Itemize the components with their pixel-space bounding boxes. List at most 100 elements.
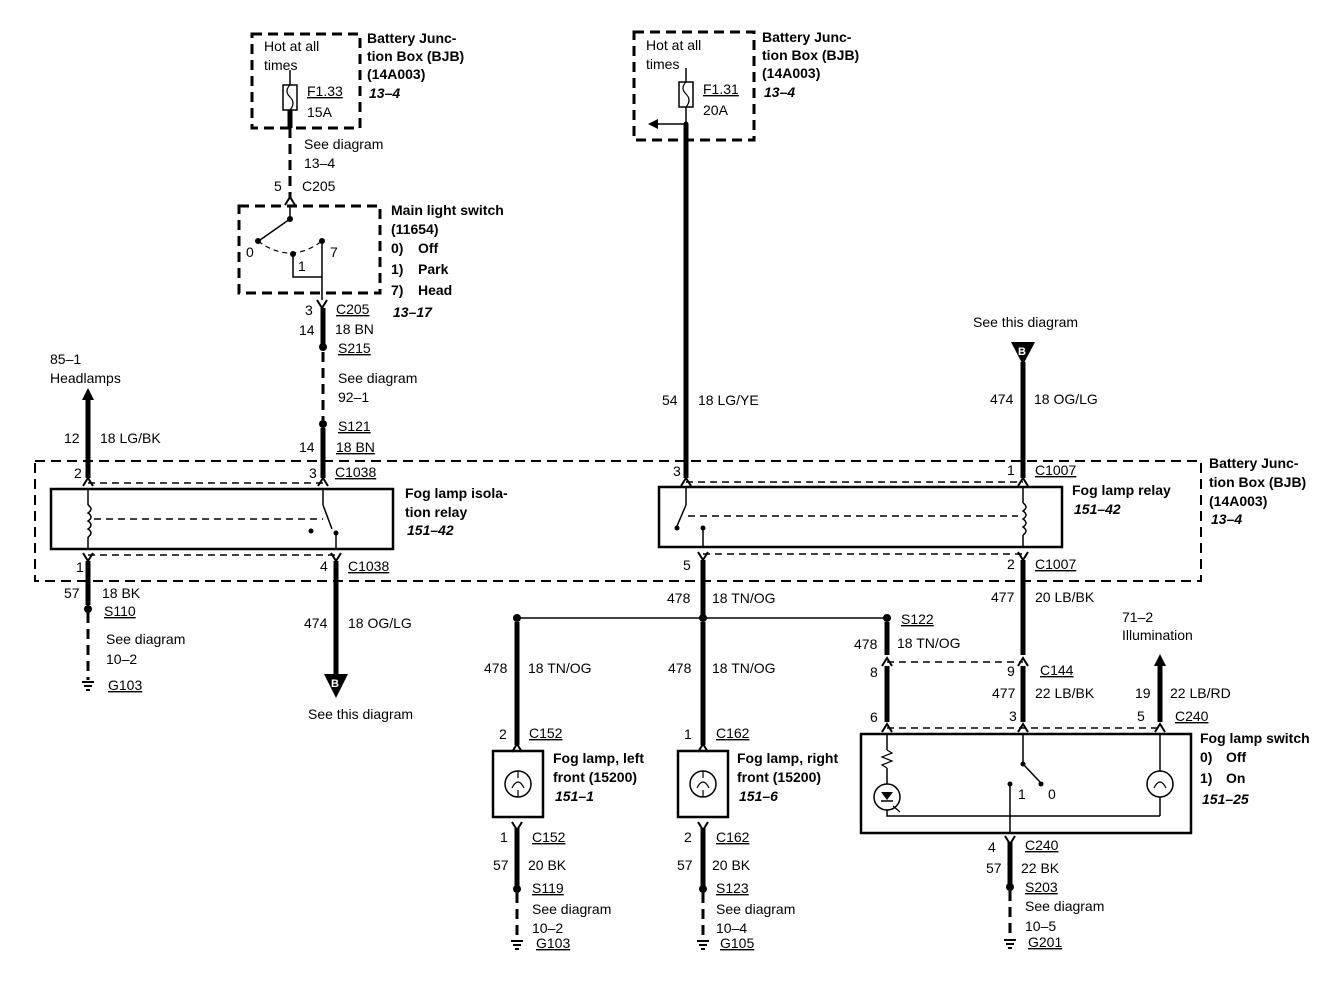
ground-id: G105: [720, 935, 754, 951]
splice-s122: S122: [901, 611, 934, 627]
switch-position-num: 0): [391, 240, 403, 256]
pin-number: 3: [309, 465, 317, 481]
lamp-ref: 151–6: [739, 788, 778, 804]
connector-c205: C205: [336, 301, 370, 317]
relay-title: tion relay: [405, 504, 467, 520]
splice-dot: [319, 343, 327, 351]
pin-number: 2: [684, 829, 692, 845]
pin-number: 5: [683, 557, 691, 573]
b-connector-left: 474 18 OG/LG B See this diagram: [304, 561, 413, 722]
lamp-icon: [1146, 770, 1174, 798]
see-diagram-text: 92–1: [338, 389, 369, 405]
switch-ref: 151–25: [1202, 791, 1249, 807]
see-diagram-text: See diagram: [304, 136, 383, 152]
circuit-number: 14: [299, 322, 315, 338]
coil-icon: [1021, 502, 1027, 536]
switch-position-num: 1): [391, 261, 403, 277]
wire-color: 20 BK: [712, 857, 751, 873]
circuit-number: 478: [668, 660, 692, 676]
bjb-title: Battery Junc-: [367, 30, 457, 46]
see-diagram-text: 10–5: [1025, 918, 1056, 934]
hot-text: Hot at all: [264, 38, 319, 54]
wire-color: 22 LB/RD: [1170, 685, 1231, 701]
wire-color: 18 OG/LG: [348, 615, 412, 631]
see-diagram-text: See diagram: [1025, 898, 1104, 914]
pin-number: 4: [320, 558, 328, 574]
connector-c144: C144: [1040, 662, 1074, 678]
pin-number: 2: [1007, 556, 1015, 572]
see-diagram-text: See diagram: [338, 370, 417, 386]
connector-c240: C240: [1025, 837, 1059, 853]
bjb-ref: 13–4: [1211, 511, 1242, 527]
lamp-title: Fog lamp, right: [737, 750, 838, 766]
switch-position-num: 0): [1200, 749, 1212, 765]
pin-number: 1: [1007, 462, 1015, 478]
bjb-ref: 13–4: [764, 84, 795, 100]
fuse-amps: 15A: [307, 104, 333, 120]
connector-c152: C152: [529, 725, 563, 741]
pin-number: 6: [870, 709, 878, 725]
wire-color: 20 LB/BK: [1035, 589, 1095, 605]
see-diagram-text: See diagram: [106, 631, 185, 647]
resistor-icon: [880, 749, 894, 769]
connector-c1038: C1038: [348, 558, 389, 574]
wire-color: 18 TN/OG: [897, 635, 961, 651]
bjb-ref: 13–4: [369, 85, 400, 101]
switch-position-label: Head: [418, 282, 452, 298]
pin-number: 1: [76, 559, 84, 575]
wire-color: 20 BK: [528, 857, 567, 873]
fog-lamp-relay: 3 1 C1007 Fog lamp relay 151–42 5 2 C100…: [657, 462, 1171, 573]
connector-b-label: B: [1018, 346, 1026, 358]
bjb-title: tion Box (BJB): [762, 47, 859, 63]
switch-position-label: Park: [418, 261, 449, 277]
bus-478: 478 18 TN/OG S122: [513, 560, 934, 627]
bjb-title: (14A003): [1209, 493, 1267, 509]
relay-ref: 151–42: [407, 522, 454, 538]
connector-c162: C162: [716, 829, 750, 845]
switch-title: Fog lamp switch: [1200, 730, 1310, 746]
switch-pos: 0: [246, 244, 254, 260]
connector-b-icon: [1011, 342, 1035, 365]
fog-lamp-right: 478 18 TN/OG 1 C162 Fog lamp, right fron…: [668, 622, 838, 951]
circuit-number: 474: [990, 391, 1014, 407]
wire-color: 18 BN: [335, 321, 374, 337]
wire-color: 18 BK: [102, 585, 141, 601]
bjb-title: tion Box (BJB): [1209, 474, 1306, 490]
wire-color: 18 TN/OG: [712, 590, 776, 606]
pin-number: 5: [274, 178, 282, 194]
splice-s121: S121: [338, 418, 371, 434]
switch-pos: 1: [298, 258, 306, 274]
fog-lamp-left: 478 18 TN/OG 2 C152 Fog lamp, left front…: [484, 622, 644, 951]
pin-number: 3: [305, 302, 313, 318]
connector-c1007: C1007: [1035, 462, 1076, 478]
lamp-title: front (15200): [553, 769, 637, 785]
arrow-left-icon: [648, 119, 658, 129]
connector-c162: C162: [716, 725, 750, 741]
switch-position-num: 7): [391, 282, 403, 298]
bjb-fuse-f131: Hot at all times F1.31 20A Battery Junc-…: [632, 29, 859, 142]
pin-number: 5: [1137, 708, 1145, 724]
coil-icon: [86, 504, 92, 538]
b-connector-right: See this diagram B 474 18 OG/LG: [973, 314, 1098, 478]
hot-text: times: [264, 57, 297, 73]
circuit-number: 19: [1135, 685, 1151, 701]
hot-text: times: [646, 56, 679, 72]
lamp-ref: 151–1: [555, 788, 594, 804]
fuse-amps: 20A: [703, 102, 729, 118]
wire-color: 18 BN: [336, 439, 375, 455]
switch-title: (11654): [391, 221, 438, 237]
circuit-number: 478: [854, 636, 878, 652]
circuit-number: 14: [299, 439, 315, 455]
hot-text: Hot at all: [646, 37, 701, 53]
bjb-title: Battery Junc-: [1209, 455, 1299, 471]
connector-b-label: B: [331, 678, 339, 690]
circuit-number: 477: [992, 685, 1016, 701]
circuit-number: 54: [662, 392, 678, 408]
see-this-diagram: See this diagram: [308, 706, 413, 722]
circuit-number: 12: [64, 430, 80, 446]
circuit-number: 477: [991, 589, 1015, 605]
fuse-id: F1.33: [307, 83, 343, 99]
arrow-up-icon: [82, 388, 94, 400]
wire-color: 18 OG/LG: [1034, 391, 1098, 407]
